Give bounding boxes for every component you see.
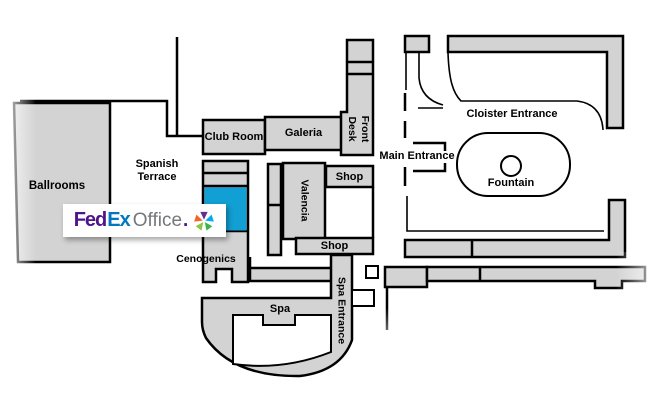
- fade-bottom: [378, 308, 400, 363]
- entrance-door-mark: [413, 141, 447, 151]
- spa-corridor-shape: [248, 266, 334, 283]
- cloister-inner-line: [447, 52, 604, 131]
- label-front-desk: Front Desk: [346, 115, 371, 143]
- corridor-curve: [418, 52, 444, 106]
- label-galeria: Galeria: [284, 127, 323, 139]
- cloister-wall-upper: [446, 34, 625, 130]
- room-front-desk-shape: [339, 38, 375, 157]
- cloister-wall-lower: [403, 198, 627, 259]
- entrance-block-shape: [403, 34, 431, 54]
- fedex-logo-ex: Ex: [107, 209, 130, 231]
- spa-entrance-side-room: [351, 289, 375, 307]
- valencia-west-rooms: [266, 162, 283, 257]
- kiosk-box: [365, 265, 379, 279]
- fountain-center-circle: [500, 155, 522, 177]
- fedex-logo-office: Office: [132, 209, 183, 231]
- courtyard-inner-line: [406, 196, 604, 232]
- fedex-asterisk-icon: [194, 211, 215, 231]
- label-spa: Spa: [269, 303, 291, 315]
- label-cenogenics: Cenogenics: [176, 253, 236, 265]
- fade-right: [616, 252, 667, 300]
- room-shop-top-shape: [324, 164, 375, 189]
- label-fountain: Fountain: [487, 177, 535, 189]
- wall-spanish-terrace: [20, 99, 203, 138]
- room-valencia-shape: [281, 161, 327, 241]
- label-valencia: Valencia: [298, 179, 311, 222]
- south-wing-strip: [425, 265, 647, 290]
- room-club-room-shape: [201, 118, 267, 156]
- label-main-entrance: Main Entrance: [379, 150, 455, 162]
- fedex-logo-period: .: [183, 209, 189, 231]
- label-cloister-entrance: Cloister Entrance: [466, 108, 558, 120]
- fade-left: [0, 95, 36, 270]
- fedex-logo-fed: Fed: [73, 209, 108, 231]
- label-club-room: Club Room: [204, 131, 264, 143]
- label-spanish-terrace: Spanish Terrace: [135, 158, 179, 183]
- label-ballrooms: Ballrooms: [28, 180, 86, 192]
- south-wing-block: [383, 265, 429, 289]
- entrance-door-mark: [413, 163, 447, 173]
- label-spa-entrance: Spa Entrance: [335, 276, 348, 345]
- spa-inner-room: [232, 314, 332, 367]
- label-shop-top: Shop: [335, 171, 364, 183]
- label-shop-bottom: Shop: [320, 240, 349, 252]
